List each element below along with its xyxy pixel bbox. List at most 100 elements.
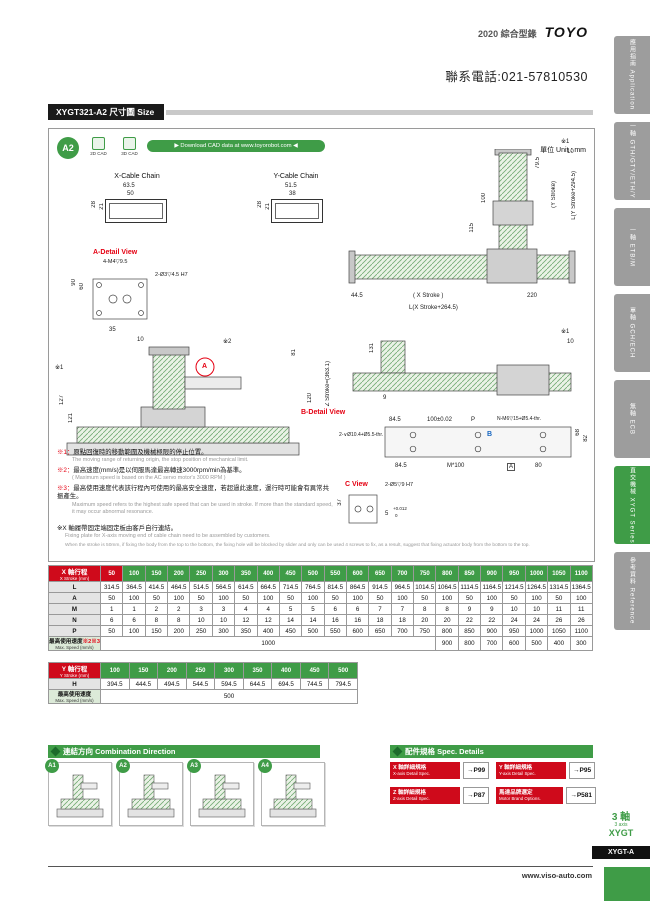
- front-note-mark-1: ※1: [55, 365, 64, 371]
- x-cell: 50: [99, 625, 124, 637]
- x-cell: 24: [502, 614, 526, 626]
- x-cell: 3: [211, 603, 236, 615]
- x-stroke-header: 750: [413, 565, 437, 582]
- x-cell: 100: [167, 592, 191, 604]
- x-cell: 18: [368, 614, 392, 626]
- c-view-title: C View: [345, 481, 368, 488]
- x-stroke-header: 50: [99, 565, 124, 582]
- note-1-text: 原點回復時的移動範圍及機械極限的停止位置。: [73, 449, 208, 456]
- y-chain-height: 28: [257, 201, 263, 208]
- x-cell: 10: [502, 603, 526, 615]
- combination-option-A2: A2: [116, 759, 183, 826]
- contact-phone: 聯系電話:021-57810530: [445, 70, 588, 84]
- x-cell: 664.5: [256, 581, 280, 593]
- combination-badge-A3: A3: [187, 759, 201, 773]
- note-3-text: 最高使用速度代表該行程內可使用的最高安全速度，若超過此速度，運行時可能會有異常共…: [57, 485, 329, 501]
- b-dim-80: 80: [535, 463, 542, 469]
- x-cell: 26: [547, 614, 571, 626]
- a-detail-title: A-Detail View: [93, 249, 138, 256]
- sidebar-tab-1[interactable]: 一軸 GTH/GTY/ETH/Y: [614, 122, 650, 200]
- x-cell: 6: [345, 603, 370, 615]
- sidebar-tab-4[interactable]: 無軸 ECB: [614, 380, 650, 458]
- x-stroke-header: 450: [278, 565, 303, 582]
- sidebar-tab-0[interactable]: 應用指南 Application: [614, 36, 650, 114]
- note-1: ※1：原點回復時的移動範圍及機械極限的停止位置。: [57, 449, 335, 457]
- x-cell: 6: [122, 614, 146, 626]
- front-view-sketch: [66, 346, 300, 456]
- x-stroke-header: 150: [144, 565, 169, 582]
- x-cell: 11: [547, 603, 571, 615]
- note-3-mark: ※3：: [57, 485, 74, 493]
- b-dim-100-tol: 100±0.02: [427, 417, 452, 423]
- x-cell: 1050: [547, 625, 571, 637]
- x-cell: 1: [99, 603, 124, 615]
- x-stroke-header: 1050: [547, 565, 571, 582]
- a-detail-tap-label: 4-M4▽9.5: [103, 259, 128, 265]
- y-chain-width: 51.5: [285, 183, 297, 189]
- x-stroke-header: 700: [390, 565, 415, 582]
- x-cell: 14: [278, 614, 303, 626]
- note-3: ※3：最高使用速度代表該行程內可使用的最高安全速度，若超過此速度，運行時可能會有…: [57, 485, 335, 502]
- x-cell: 50: [368, 592, 392, 604]
- x-cell: 16: [323, 614, 347, 626]
- spec-section-header: 配件規格 Spec. Details: [390, 745, 593, 758]
- x-cell: 550: [323, 625, 347, 637]
- note-2-text: 最高速度(mm/s)是以伺服馬達最高轉速3000rpm/min為基準。: [73, 467, 246, 475]
- top-dim-220: 220: [527, 293, 538, 299]
- y-cable-chain-drawing: Y-Cable Chain 51.5 38 28 21: [241, 173, 351, 243]
- x-cell: 100: [345, 592, 370, 604]
- b-dim-p: P: [471, 417, 476, 423]
- x-cell: 8: [144, 614, 169, 626]
- x-cell: 964.5: [390, 581, 415, 593]
- title-rule: [166, 109, 593, 115]
- y-stroke-header: 100: [100, 662, 130, 679]
- x-cell: 100: [122, 592, 146, 604]
- x-cell: 900: [480, 625, 504, 637]
- b-dim-84-5-top: 84.5: [389, 417, 401, 423]
- sidebar-tab-5[interactable]: 直交機械 XYGT Series: [614, 466, 650, 544]
- y-row-label-H: H: [48, 678, 101, 690]
- cad-2d-icon: [92, 137, 105, 150]
- x-cell: 20: [413, 614, 437, 626]
- x-cell: 714.5: [278, 581, 303, 593]
- c-view-dim-5: 5: [385, 511, 389, 517]
- download-cad-button[interactable]: ▶ Download CAD data at www.toyorobot.com…: [147, 140, 325, 152]
- x-cell: 7: [390, 603, 415, 615]
- x-cell: 5: [278, 603, 303, 615]
- front-dim-120: 120: [307, 393, 313, 404]
- front-view-drawing: 10 ※2 A ※1 127 121 81 120 Z Stroke=(363.…: [53, 337, 349, 461]
- side-view-sketch: [352, 340, 572, 396]
- top-dim-10: 10: [567, 149, 574, 155]
- combination-badge-A1: A1: [45, 759, 59, 773]
- x-cell: 2: [144, 603, 169, 615]
- x-stroke-header: 850: [457, 565, 482, 582]
- x-stroke-header: 400: [256, 565, 280, 582]
- x-cell: 5: [301, 603, 325, 615]
- spec-page-ref: →P95: [569, 762, 596, 779]
- x-stroke-header: 800: [435, 565, 459, 582]
- sidebar-tab-6[interactable]: 參考資料 Reference: [614, 552, 650, 630]
- x-cell: 1214.5: [502, 581, 526, 593]
- site-url[interactable]: www.viso-auto.com: [521, 871, 592, 880]
- x-cell: 7: [368, 603, 392, 615]
- x-header-zh: X 軸行程: [61, 569, 88, 576]
- cad-3d-button[interactable]: 3D CAD: [116, 137, 143, 156]
- cad-2d-button[interactable]: 2D CAD: [85, 137, 112, 156]
- x-speed-main-value: 1000: [99, 636, 437, 651]
- x-cell: 100: [256, 592, 280, 604]
- sidebar-tab-3[interactable]: 單軸 GCH/ECH: [614, 294, 650, 372]
- combination-badge-A2: A2: [116, 759, 130, 773]
- front-dim-10: 10: [137, 337, 144, 343]
- x-cell: 100: [435, 592, 459, 604]
- sidebar-tab-2[interactable]: 一軸 ETB/M: [614, 208, 650, 286]
- x-cell: 850: [457, 625, 482, 637]
- c-view-tol-lower: 0: [395, 513, 398, 518]
- combination-option-A1: A1: [45, 759, 112, 826]
